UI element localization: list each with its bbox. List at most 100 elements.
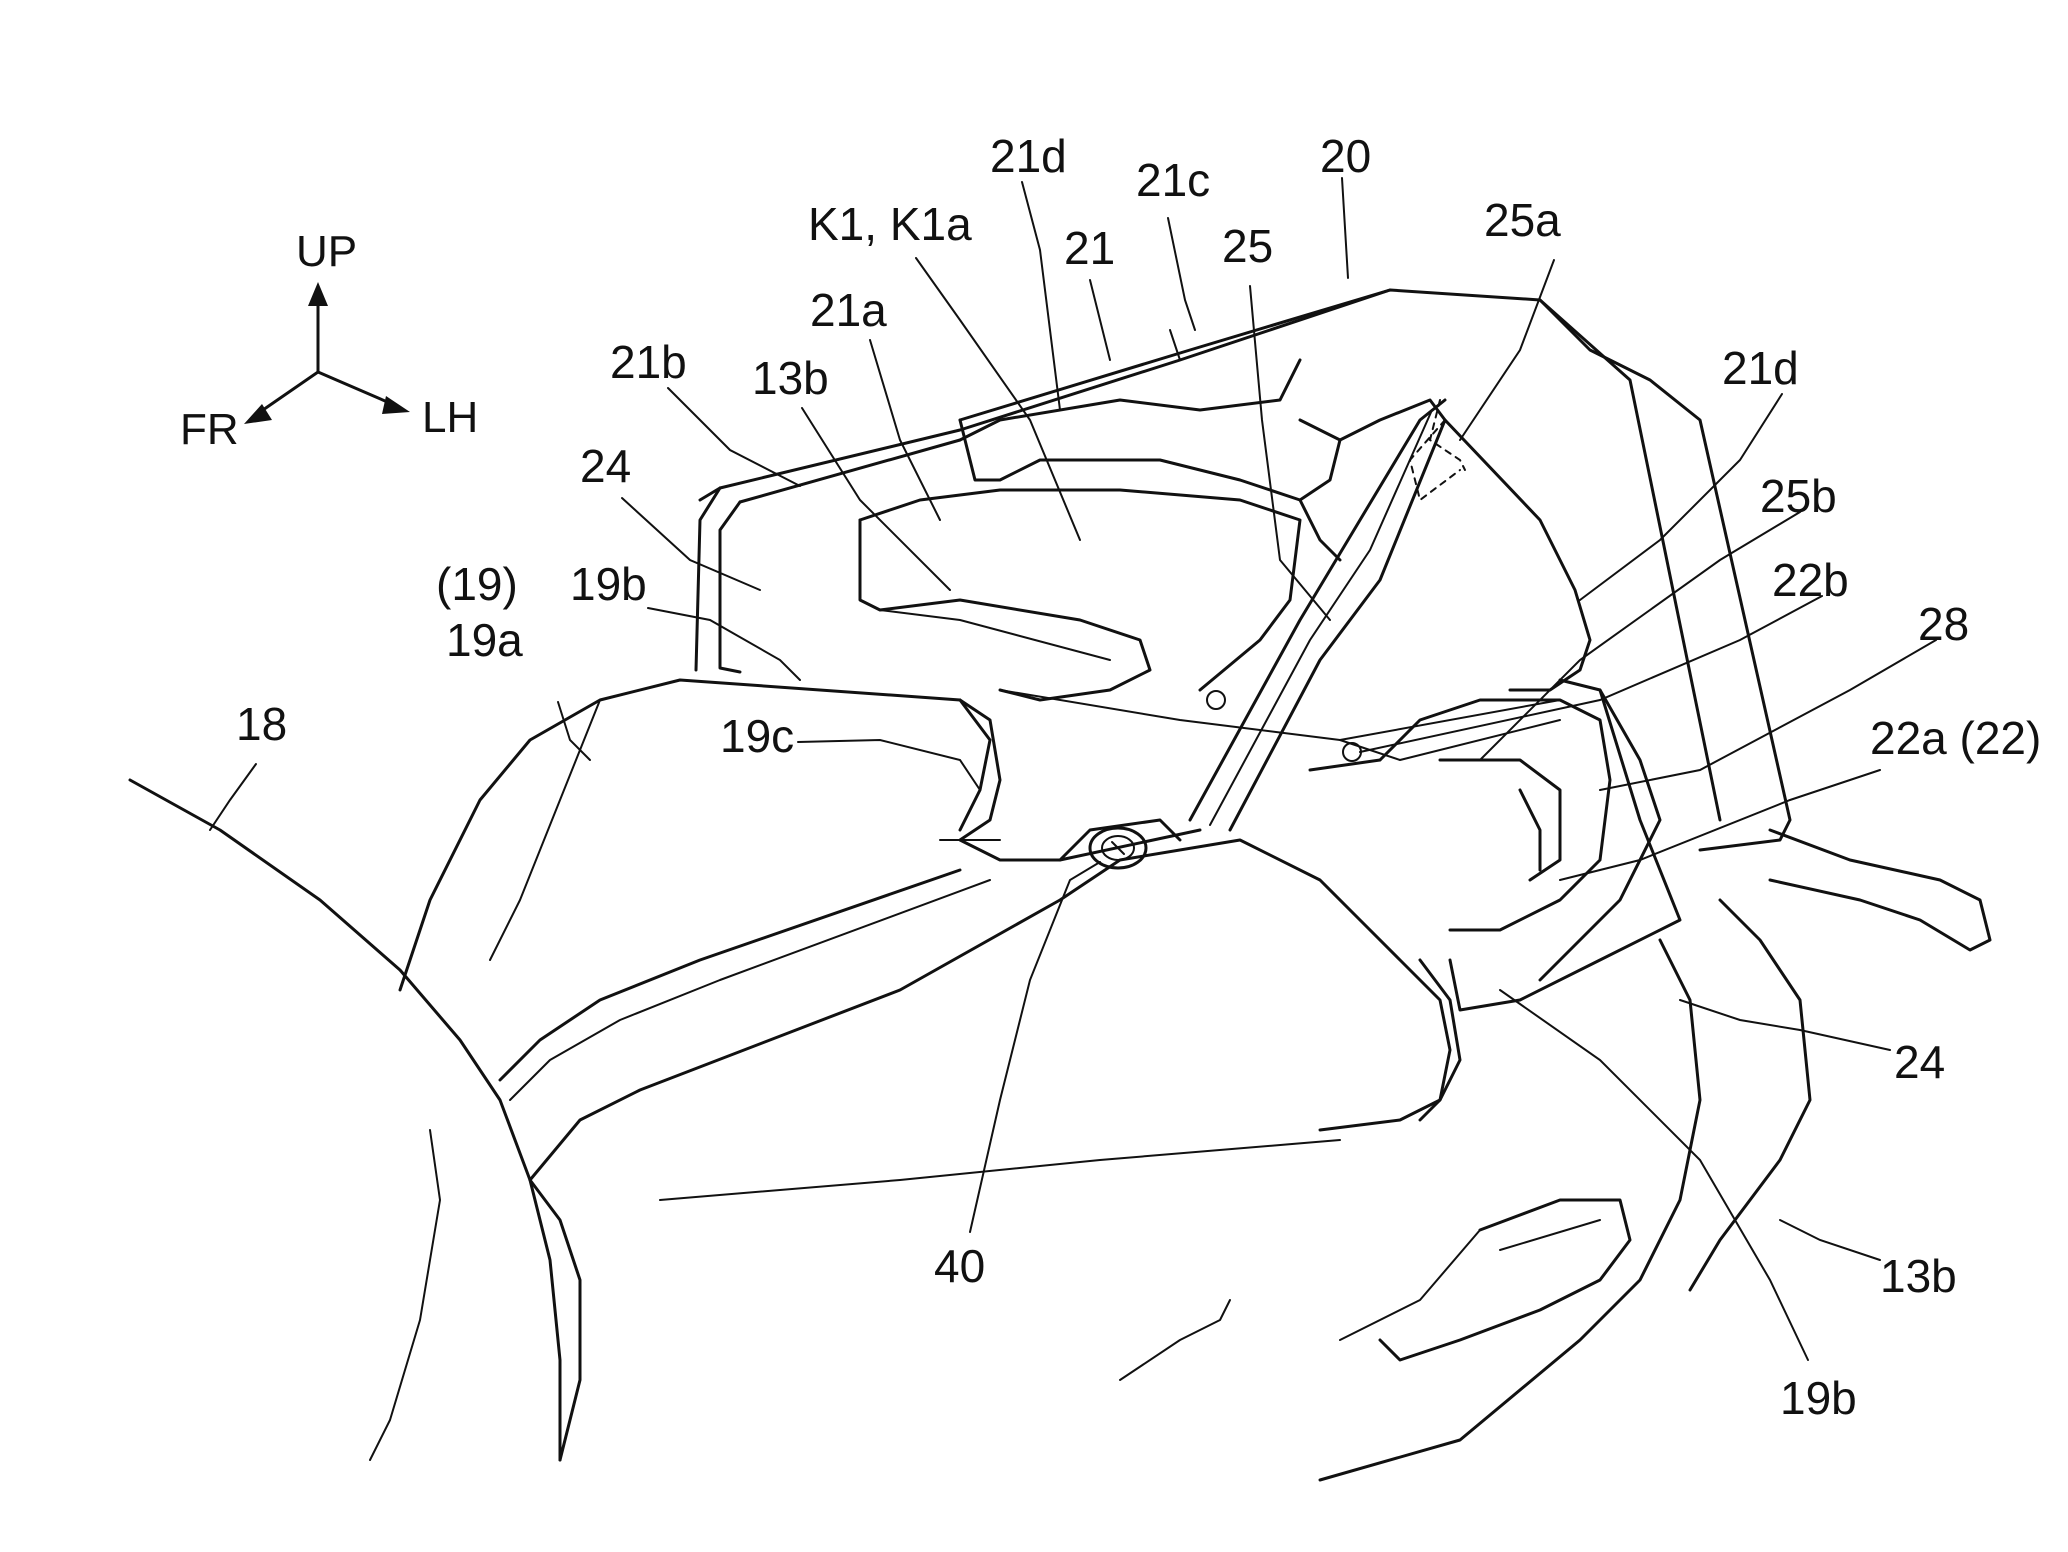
label-24-top: 24 [580,440,631,492]
label-19b-top: 19b [570,558,647,610]
recess-floor-line [999,689,1561,741]
front-arrow-head [244,404,272,424]
label-21d-top: 21d [990,130,1067,182]
key-cylinder-bezel [1058,818,1182,862]
up-label: UP [296,227,357,276]
key-cylinder-40 [1058,818,1182,870]
side-cover-top [528,838,1452,1182]
seat-lower-edge [498,868,962,1082]
front-label: FR [180,405,239,454]
fastener-upper [1206,690,1226,710]
trunk-frame-left [718,500,742,674]
trunk-right-inner-frame [1538,688,1662,982]
label-k1-k1a: K1, K1a [808,198,972,250]
key-slot [1111,841,1125,855]
rear-trunk [694,288,1992,1292]
recess-floor-ledge [858,518,1152,702]
label-24-right: 24 [1894,1036,1945,1088]
leader-22b [1359,595,1823,753]
label-21: 21 [1064,222,1115,274]
side-cover-rear-bulge [1318,958,1462,1132]
storage-recess [858,488,1561,761]
leader-28 [1599,639,1937,791]
grab-rail-inner-top [958,418,1342,502]
leader-13b-top [801,407,951,591]
leader-19c [797,738,981,791]
leader-25 [1249,285,1331,621]
leader-25b [1479,511,1801,761]
leader-40 [969,861,1101,1233]
seat-lower-edge-2 [509,879,991,1101]
key-cylinder-outer [1088,826,1148,870]
label-25b: 25b [1760,470,1837,522]
leader-19a [557,701,591,761]
label-19b-bottom: 19b [1780,1372,1857,1424]
rail-25a-hidden-box [1408,419,1461,502]
seat-front-crease [489,699,601,961]
leader-22a [1559,769,1881,881]
label-20: 20 [1320,130,1371,182]
leader-19b-top [647,607,801,681]
leader-lines [209,177,1937,1361]
lower-fairing-line [1119,1299,1231,1381]
trunk-lid-seam [1169,329,1181,361]
rail-25-left-edge [1188,398,1447,822]
side-cover-crease [659,1139,1341,1201]
leader-18 [209,763,257,831]
up-arrow-head [308,282,328,306]
label-19a: 19a [446,614,523,666]
leader-24-top [621,497,761,591]
trunk-right-ridge [1538,298,1722,822]
left-axis-line [316,370,394,406]
leader-19b-bottom [1499,989,1809,1361]
leader-21c [1167,217,1196,331]
trunk-frame-top [738,438,962,504]
grab-rail-right-arm [1338,398,1592,692]
leader-13b-bottom [1779,1219,1881,1261]
label-19c: 19c [720,710,794,762]
rail-25-center-line [1209,409,1433,826]
left-label: LH [422,393,478,442]
rear-lamp-tip [1768,828,1992,952]
label-13b-bottom: 13b [1880,1250,1957,1302]
leader-21d-top [1021,181,1061,411]
label-21d-right: 21d [1722,342,1799,394]
leader-24-right [1679,999,1891,1051]
trunk-left-edge [694,486,722,672]
label-18: 18 [236,698,287,750]
label-25a: 25a [1484,194,1561,246]
label-21a: 21a [810,284,887,336]
seat-19 [398,678,1202,1101]
panel-22-outline [1378,698,1612,932]
front-axis-line [258,370,320,414]
leader-25a [1459,259,1555,441]
trunk-outer-outline [698,288,1792,852]
recess-ledge-line [879,609,1111,661]
label-28: 28 [1918,598,1969,650]
leader-20 [1341,177,1349,279]
leader-21d-right [1579,393,1783,601]
rider-crease [369,1129,441,1461]
label-25: 25 [1222,220,1273,272]
rider-outline [128,778,562,1462]
leader-21 [1089,279,1111,361]
label-21b: 21b [610,336,687,388]
direction-indicator: UP FR LH [180,227,478,454]
inner-panel-22 [1206,690,1612,932]
panel-22-detail [1518,788,1542,872]
leader-21a [869,339,941,521]
rider-18 [128,778,562,1462]
rail-25-right-edge [1228,418,1447,832]
lower-fairing-line-2 [1339,1229,1481,1341]
label-21c: 21c [1136,154,1210,206]
recess-floor-line-2 [1339,719,1561,761]
seat-rear-bolster [958,698,992,832]
label-19-paren: (19) [436,558,518,610]
trunk-top-edge-inner [958,288,1392,422]
rail-25a-hidden-line [1428,399,1466,471]
label-22b: 22b [1772,554,1849,606]
leader-21b [667,387,801,487]
side-reflector [1378,1198,1632,1362]
trunk-right-lower-frame [1448,678,1682,1012]
rail-25 [1188,398,1466,832]
